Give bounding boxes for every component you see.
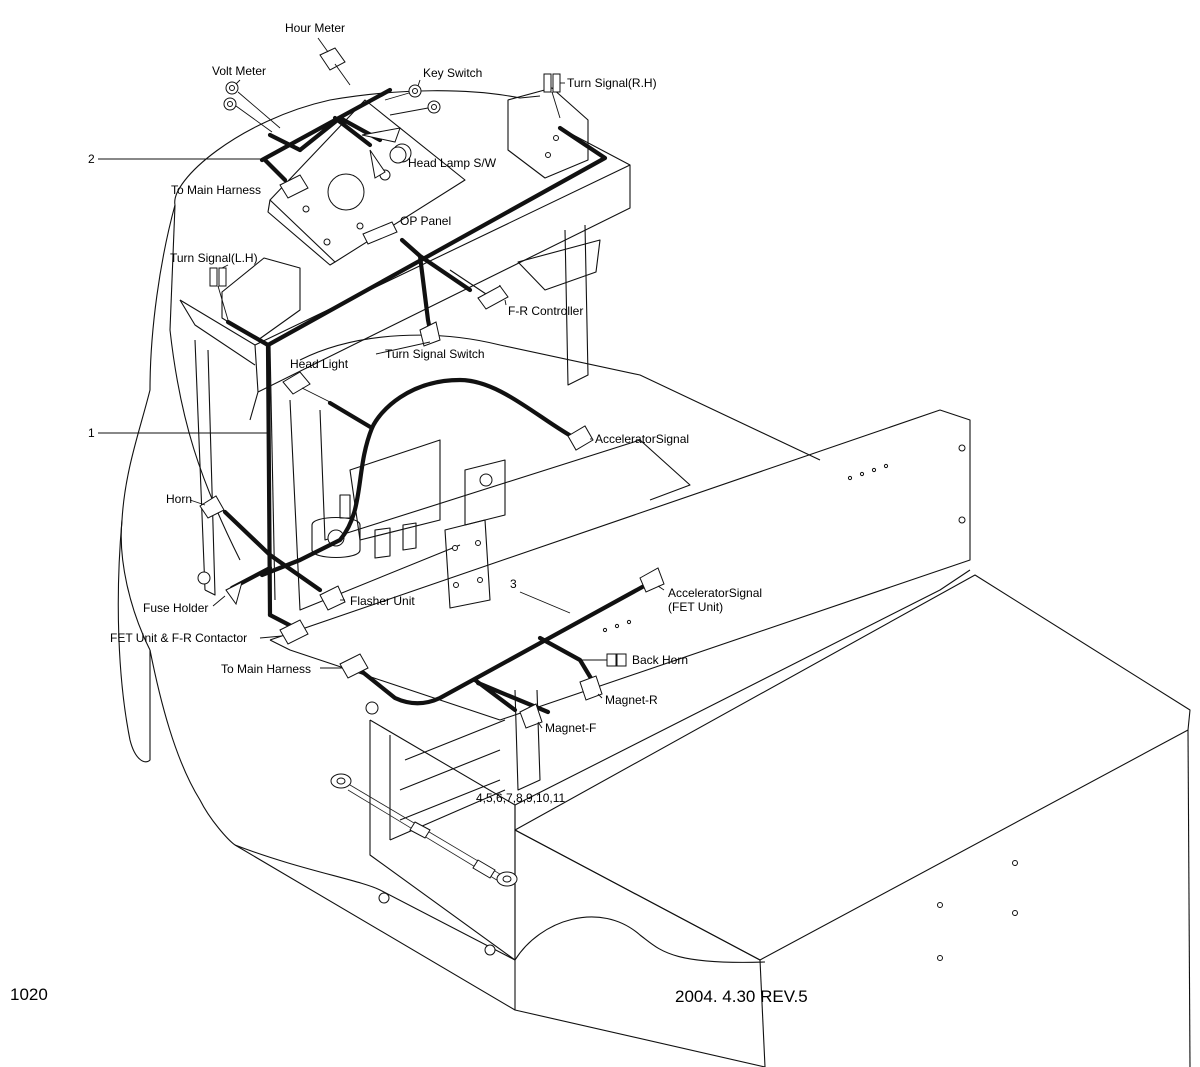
label-magnet-f: Magnet-F xyxy=(545,721,596,735)
harness-top-rail xyxy=(225,125,608,348)
callout-2: 2 xyxy=(88,152,95,166)
op-panel-connector xyxy=(362,221,398,245)
main-harness-top-connector xyxy=(279,174,309,199)
harness-horn-branch xyxy=(222,509,323,593)
magnet-f-connector xyxy=(519,703,543,729)
label-horn: Horn xyxy=(166,492,192,506)
label-fuse-holder: Fuse Holder xyxy=(143,601,208,615)
page-footer: 1020 2004. 4.30 REV.5 xyxy=(10,985,808,1006)
head-light-connector xyxy=(282,371,311,395)
callout-3: 3 xyxy=(510,577,517,591)
label-to-main-harness-top: To Main Harness xyxy=(171,183,261,197)
connectors xyxy=(197,47,665,729)
turn-signal-switch-connector xyxy=(419,321,441,347)
label-fet-unit-paren: (FET Unit) xyxy=(668,600,723,614)
back-horn-connector xyxy=(606,653,617,667)
label-accelerator-signal: AcceleratorSignal xyxy=(595,432,689,446)
label-fr-controller: F-R Controller xyxy=(508,304,583,318)
component-labels: Hour Meter Volt Meter Key Switch Turn Si… xyxy=(88,21,762,805)
label-op-panel: OP Panel xyxy=(400,214,451,228)
label-magnet-r: Magnet-R xyxy=(605,693,658,707)
label-turn-signal-lh: Turn Signal(L.H) xyxy=(170,251,258,265)
label-fet-unit-fr-contactor: FET Unit & F-R Contactor xyxy=(110,631,247,645)
main-harness-bottom-connector xyxy=(339,653,369,679)
flasher-unit-connector xyxy=(319,585,346,611)
label-flasher-unit: Flasher Unit xyxy=(350,594,415,608)
label-volt-meter: Volt Meter xyxy=(212,64,266,78)
leader-lines xyxy=(98,37,665,729)
horn-connector xyxy=(199,495,225,519)
fuse-holder xyxy=(197,571,211,585)
revision-stamp: 2004. 4.30 REV.5 xyxy=(675,987,808,1006)
callout-1: 1 xyxy=(88,426,95,440)
label-turn-signal-rh: Turn Signal(R.H) xyxy=(567,76,657,90)
harness-3-branches xyxy=(472,635,595,715)
label-back-horn: Back Horn xyxy=(632,653,688,667)
frame-drawing xyxy=(117,87,1191,1067)
hour-meter-connector xyxy=(319,47,346,71)
label-head-lamp-switch: Head Lamp S/W xyxy=(408,156,497,170)
fr-controller-connector xyxy=(477,285,509,310)
page-number: 1020 xyxy=(10,985,48,1004)
label-accelerator-signal-fet: AcceleratorSignal xyxy=(668,586,762,600)
label-to-main-harness-bottom: To Main Harness xyxy=(221,662,311,676)
harness-headlight-loop xyxy=(327,377,581,443)
label-key-switch: Key Switch xyxy=(423,66,482,80)
label-turn-signal-switch: Turn Signal Switch xyxy=(385,347,485,361)
fet-unit-connector xyxy=(279,619,309,645)
turn-signal-lh-connector xyxy=(209,267,218,287)
label-head-light: Head Light xyxy=(290,357,349,371)
magnet-r-connector xyxy=(579,675,603,701)
accelerator-signal-connector xyxy=(567,425,594,451)
harness-2-main xyxy=(262,132,303,183)
harness-loop-down xyxy=(259,425,375,578)
harness-2-dash xyxy=(259,87,393,163)
callout-parts-4-11: 4,5,6,7,8,9,10,11 xyxy=(476,791,566,805)
label-hour-meter: Hour Meter xyxy=(285,21,345,35)
turn-signal-rh-connector xyxy=(543,73,552,93)
head-lamp-switch-connector xyxy=(361,127,401,143)
